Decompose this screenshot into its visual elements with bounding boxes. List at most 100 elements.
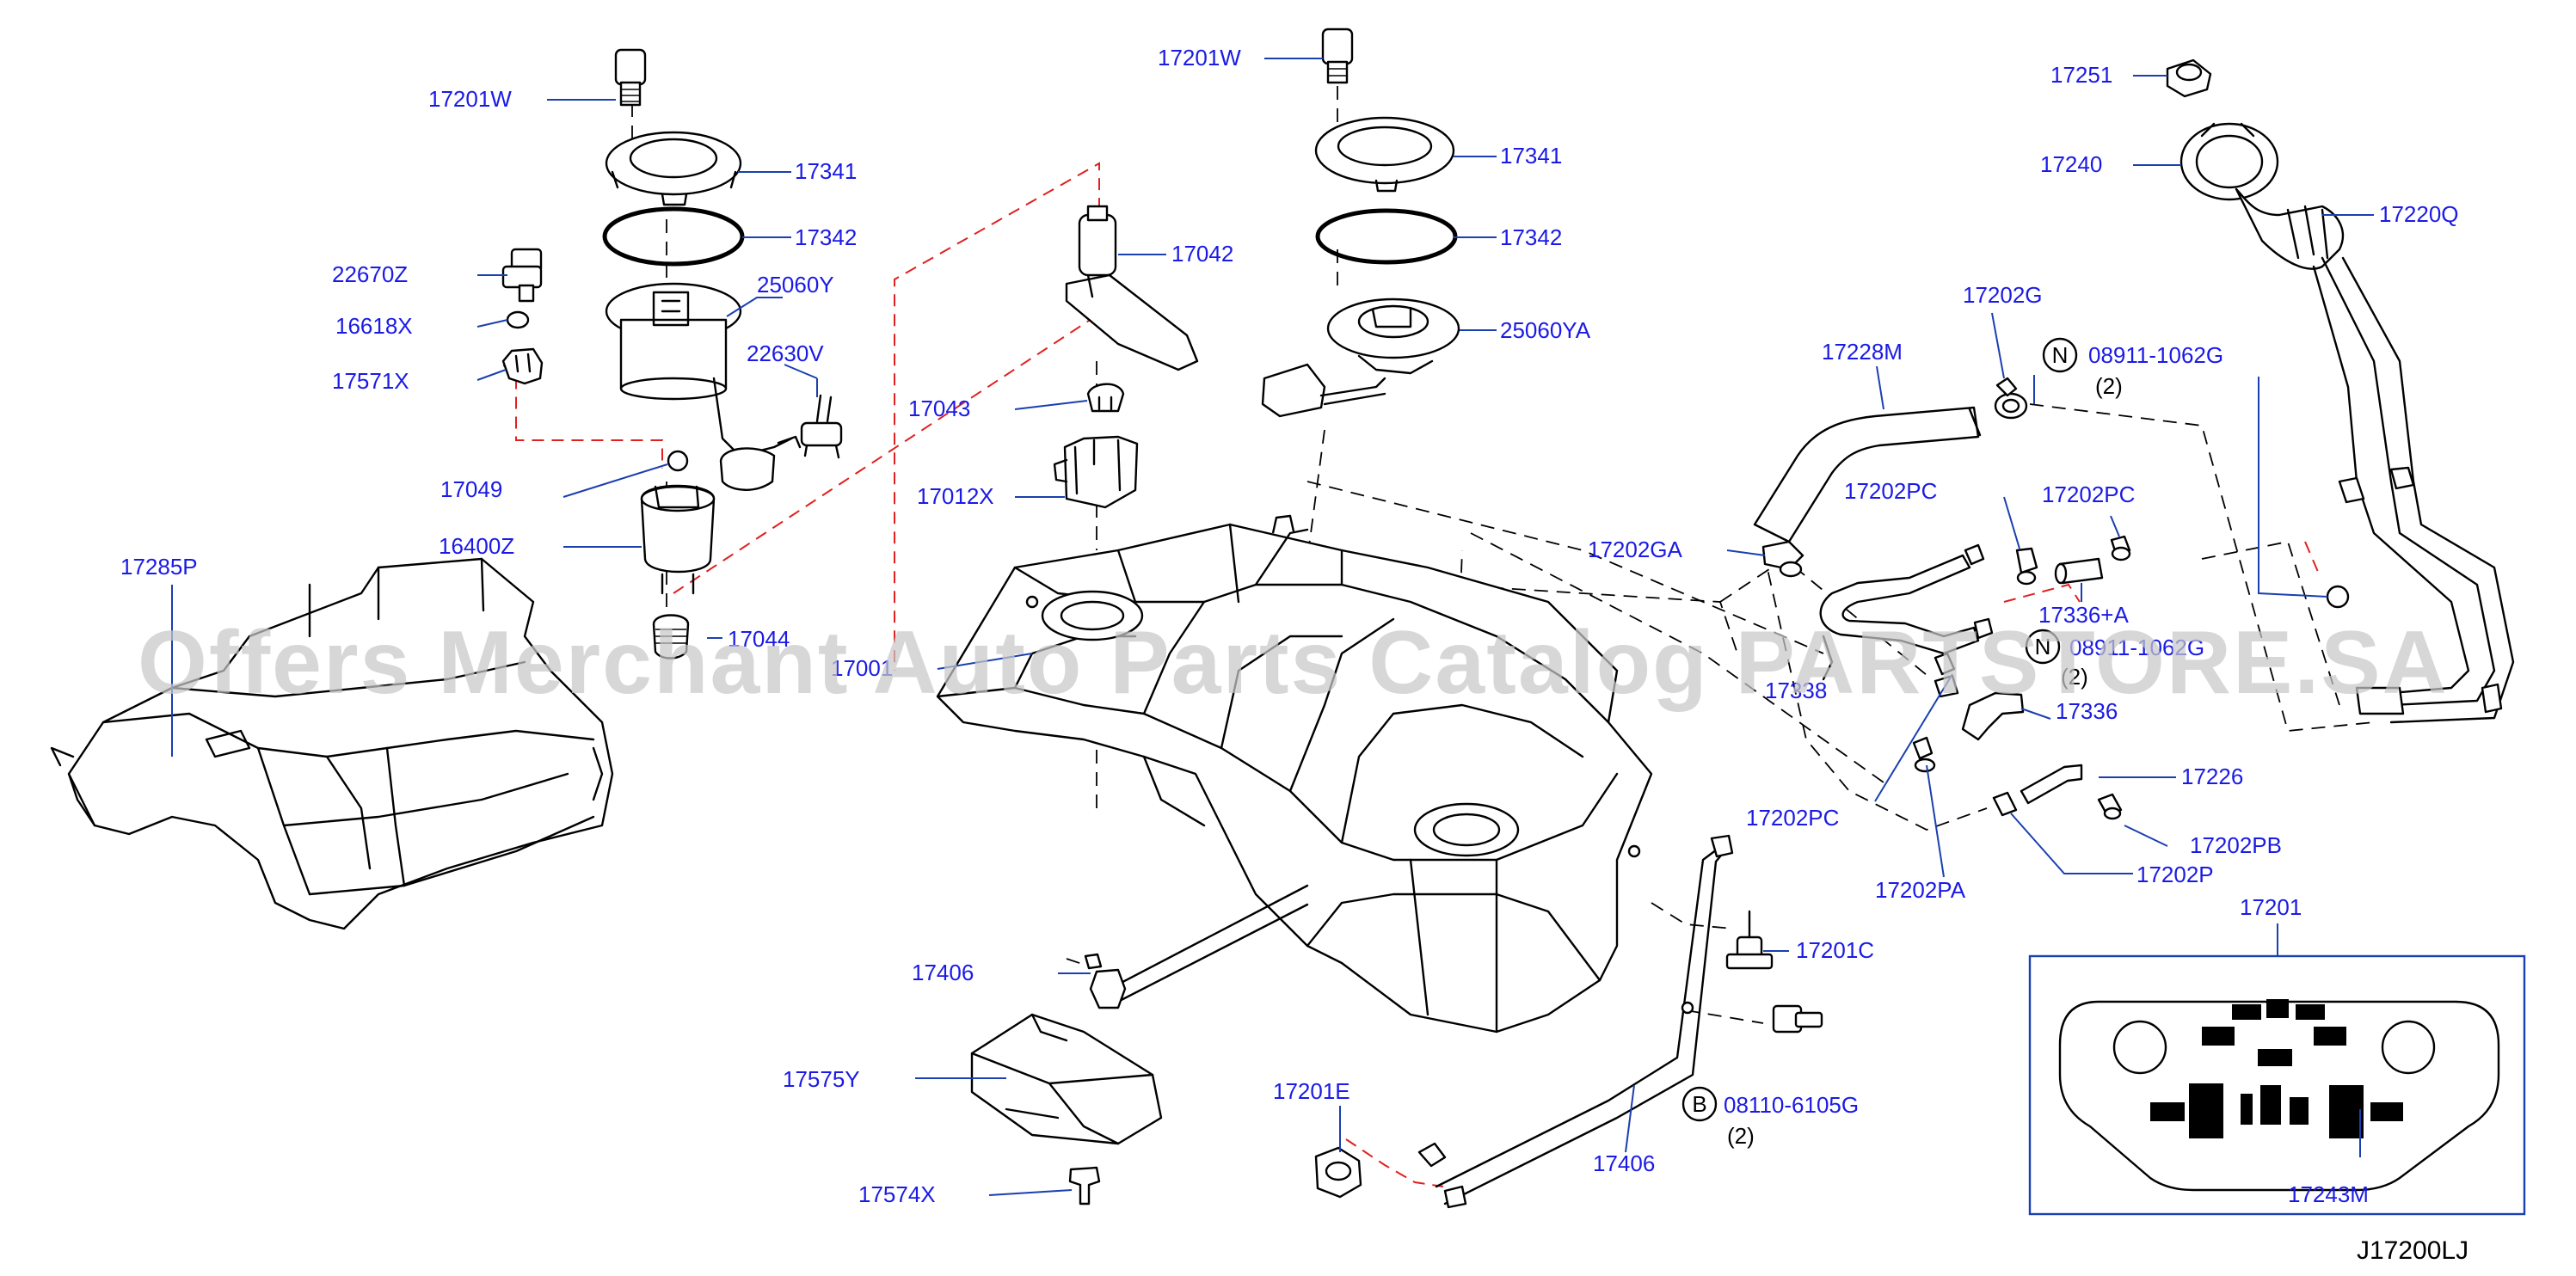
label-17202pb: 17202PB — [2190, 832, 2282, 858]
label-17202pc-c: 17202PC — [1746, 805, 1839, 831]
part-labels: 17201W 17341 17342 22670Z 25060Y 16618X … — [120, 45, 2459, 1207]
bolt-08110 — [1772, 1004, 1823, 1034]
label-17338: 17338 — [1765, 678, 1827, 703]
label-17012x: 17012X — [917, 483, 994, 509]
strap-17406-right — [1417, 834, 1734, 1209]
label-22630v: 22630V — [747, 340, 824, 366]
bolt-17201c — [1725, 910, 1774, 970]
clamp-17202g — [1994, 377, 2028, 420]
o-ring-16618x — [506, 310, 530, 329]
label-17201e: 17201E — [1273, 1078, 1350, 1104]
label-17201w-left: 17201W — [428, 86, 512, 112]
label-25060ya: 25060YA — [1500, 317, 1591, 343]
label-17043: 17043 — [908, 396, 970, 421]
mark-n-1: N — [2052, 342, 2069, 368]
label-17341-mid: 17341 — [1500, 143, 1562, 169]
label-08911-b: 08911-1062G — [2069, 635, 2204, 660]
label-17285p: 17285P — [120, 554, 198, 580]
label-17226: 17226 — [2181, 764, 2243, 789]
label-17202pc-b: 17202PC — [2042, 482, 2135, 507]
leader-lines — [171, 58, 2374, 1196]
label-17202pc-a: 17202PC — [1844, 478, 1937, 504]
hose-17336 — [1934, 674, 2025, 741]
label-17342-left: 17342 — [795, 224, 857, 250]
clamps-17202pc — [1934, 535, 2131, 676]
o-ring-17342-mid — [1315, 208, 1458, 265]
label-17342-mid: 17342 — [1500, 224, 1562, 250]
fuel-pump-16400z — [640, 484, 716, 595]
label-17571x: 17571X — [332, 368, 409, 394]
circle-marks: N N B — [1681, 337, 2078, 1122]
label-08911-a: 08911-1062G — [2088, 342, 2223, 368]
sender-unit-25060ya — [1261, 298, 1460, 418]
diagram-code: J17200LJ — [2357, 1236, 2468, 1265]
label-16618x: 16618X — [335, 313, 413, 339]
bolt-17201w-mid — [1321, 28, 1354, 84]
label-08110: 08110-6105G — [1724, 1092, 1859, 1118]
label-25060y: 25060Y — [757, 272, 834, 298]
label-17336: 17336 — [2056, 698, 2118, 724]
bracket-17012x — [1053, 435, 1139, 509]
pipe-17338 — [1819, 543, 1994, 681]
label-17240: 17240 — [2040, 151, 2102, 177]
bolt-17201w-left — [614, 48, 647, 107]
label-17202ga: 17202GA — [1588, 537, 1683, 562]
label-17406-left: 17406 — [912, 960, 974, 985]
watermark: Offers Merchant Auto Parts Catalog PARTS… — [138, 613, 2449, 713]
label-17042: 17042 — [1171, 241, 1233, 267]
label-17341-left: 17341 — [795, 158, 857, 184]
lock-ring-17341-left — [605, 131, 742, 206]
bolt-08911-a — [2326, 585, 2350, 609]
label-17202pa: 17202PA — [1875, 877, 1966, 903]
label-17336a: 17336+A — [2038, 602, 2129, 628]
filler-ring-17240 — [2179, 122, 2279, 201]
label-16400z: 16400Z — [439, 533, 514, 559]
fuel-tank-17001 — [936, 514, 1653, 1034]
label-17228m: 17228M — [1822, 339, 1903, 365]
label-17001: 17001 — [831, 655, 893, 681]
label-08911-a-qty: (2) — [2095, 373, 2123, 399]
label-17202p: 17202P — [2136, 862, 2214, 887]
hose-17336a — [2054, 557, 2104, 585]
filler-tube-17220q — [2235, 187, 2515, 724]
label-17201: 17201 — [2240, 894, 2302, 920]
nut-17201e — [1314, 1146, 1362, 1199]
label-08911-b-qty: (2) — [2061, 664, 2088, 690]
grommet-17049 — [667, 450, 689, 472]
clip-17574x — [1068, 1166, 1101, 1205]
protector-17575y — [970, 1013, 1163, 1145]
label-17201w-mid: 17201W — [1158, 45, 1241, 71]
hose-17228m — [1753, 406, 1982, 543]
o-ring-17342-left — [602, 206, 745, 267]
label-17406-right: 17406 — [1593, 1150, 1655, 1176]
label-17243m: 17243M — [2288, 1181, 2369, 1207]
label-17202g: 17202G — [1963, 282, 2043, 308]
sensor-22630v — [800, 394, 843, 459]
label-22670z: 22670Z — [332, 261, 408, 287]
inset-box-17201 — [2028, 954, 2526, 1216]
cap-17251 — [2166, 58, 2212, 98]
sender-unit-25060y — [605, 282, 802, 491]
mark-b: B — [1692, 1091, 1706, 1117]
label-17575y: 17575Y — [783, 1066, 860, 1092]
clamp-17202pa — [1912, 736, 1936, 773]
label-17251: 17251 — [2050, 62, 2112, 88]
filter-17044 — [652, 614, 690, 659]
strap-17406-left — [1084, 884, 1309, 1009]
lock-ring-17341-mid — [1314, 116, 1455, 193]
clamp-17202ga — [1761, 540, 1804, 578]
mark-n-2: N — [2035, 634, 2051, 659]
label-17201c: 17201C — [1796, 937, 1874, 963]
sensor-22670z — [501, 248, 543, 303]
clip-17571x — [501, 347, 544, 385]
label-17574x: 17574X — [858, 1181, 936, 1207]
fuel-pump-17042 — [1065, 205, 1199, 371]
heat-shield-17285p — [50, 557, 614, 930]
hose-17226 — [1992, 764, 2123, 820]
label-08110-qty: (2) — [1727, 1123, 1755, 1149]
clip-17043 — [1086, 383, 1125, 413]
label-17049: 17049 — [440, 476, 502, 502]
label-17044: 17044 — [728, 626, 790, 652]
label-17220q: 17220Q — [2379, 201, 2459, 227]
